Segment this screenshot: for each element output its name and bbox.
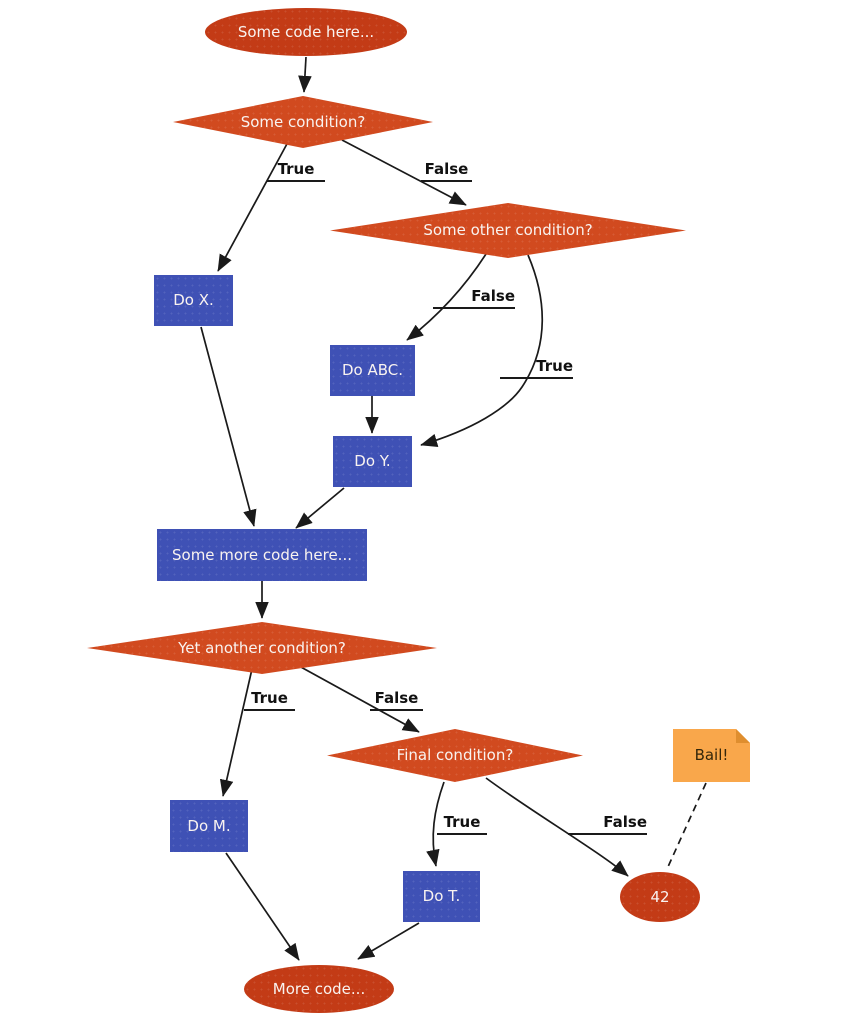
process-do-y-label: Do Y. [354, 452, 391, 471]
terminal-42: 42 [620, 872, 700, 922]
decision-yet-another-condition-label: Yet another condition? [178, 638, 346, 657]
end-terminal-ellipse: More code... [244, 965, 394, 1013]
edge-cond3-true-to-dom [219, 668, 253, 797]
edge-cond2-false-to-doabc [406, 253, 487, 341]
process-do-t: Do T. [403, 871, 480, 922]
edge-bail-to-42-dashed [666, 782, 707, 870]
edge-dom-to-end [225, 852, 300, 961]
process-do-m-label: Do M. [187, 816, 231, 835]
edge-cond1-true-to-dox [217, 141, 289, 272]
edge-cond2-true-to-doy [420, 254, 544, 447]
process-do-abc-label: Do ABC. [341, 361, 404, 380]
decision-some-other-condition-label: Some other condition? [423, 221, 593, 240]
process-do-abc: Do ABC. [330, 345, 415, 396]
edge-dot-to-end [357, 922, 420, 960]
decision-some-condition-label: Some condition? [240, 112, 366, 131]
edge-label-cond2-false: False [433, 288, 515, 309]
edge-label-cond3-true: True [244, 690, 295, 711]
edge-doy-to-more [295, 487, 345, 529]
edge-cond1-false-to-cond2 [341, 139, 467, 206]
process-do-y: Do Y. [333, 436, 412, 487]
edge-label-cond3-false: False [370, 690, 423, 711]
edge-cond4-false-to-42 [485, 777, 629, 877]
edge-label-cond4-true: True [437, 814, 487, 835]
edge-start-to-cond1 [298, 56, 312, 93]
edge-dox-to-more [200, 326, 257, 527]
process-do-x-label: Do X. [173, 291, 214, 310]
decision-final-condition-label: Final condition? [396, 746, 514, 765]
edge-label-cond1-true: True [267, 161, 325, 182]
note-bail: Bail! [673, 729, 750, 782]
process-some-more-code: Some more code here... [157, 529, 367, 581]
start-terminal-ellipse: Some code here... [205, 8, 407, 56]
note-bail-label: Bail! [694, 746, 729, 765]
start-label: Some code here... [237, 22, 375, 41]
edge-cond3-false-to-cond4 [298, 665, 420, 733]
end-label: More code... [272, 979, 366, 998]
edge-label-cond1-false: False [421, 161, 472, 182]
process-do-x: Do X. [154, 275, 233, 326]
edge-label-cond4-false: False [568, 814, 647, 835]
terminal-42-label: 42 [650, 887, 670, 906]
edge-label-cond2-true: True [500, 358, 573, 379]
process-some-more-code-label: Some more code here... [172, 545, 352, 564]
process-do-t-label: Do T. [422, 887, 461, 906]
process-do-m: Do M. [170, 800, 248, 852]
edge-cond4-true-to-dot [426, 781, 445, 867]
